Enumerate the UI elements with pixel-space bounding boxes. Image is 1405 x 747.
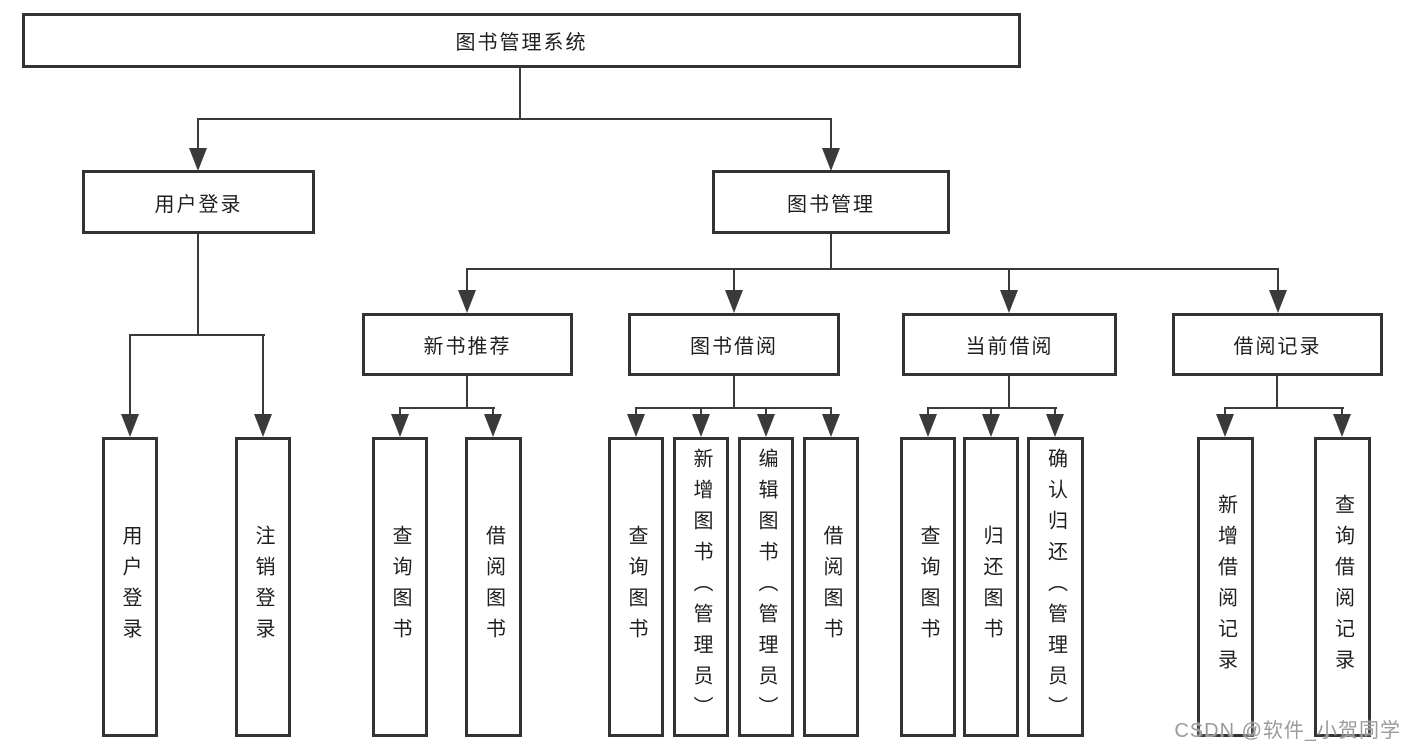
node-book-borrowing-label: 图书借阅 — [690, 336, 778, 358]
connector-line — [492, 407, 494, 417]
leaf-return-book: 归还图书 — [963, 437, 1019, 737]
connector-line — [466, 376, 468, 409]
connector-line — [830, 118, 832, 150]
arrow-down-icon — [822, 414, 840, 437]
arrow-down-icon — [1269, 290, 1287, 313]
arrow-down-icon — [725, 290, 743, 313]
arrow-down-icon — [982, 414, 1000, 437]
leaf-query-books-recommend: 查询图书 — [372, 437, 428, 737]
connector-line — [1277, 268, 1279, 293]
arrow-down-icon — [692, 414, 710, 437]
node-current-borrowing: 当前借阅 — [902, 313, 1117, 376]
connector-line — [990, 407, 992, 417]
connector-line — [830, 407, 832, 417]
leaf-logout-label: 注销登录 — [252, 525, 274, 649]
arrow-down-icon — [919, 414, 937, 437]
connector-line — [197, 118, 832, 120]
connector-line — [1054, 407, 1056, 417]
connector-line — [1008, 376, 1010, 409]
arrow-down-icon — [391, 414, 409, 437]
connector-line — [1276, 376, 1278, 409]
leaf-query-books-borrowing: 查询图书 — [608, 437, 664, 737]
node-root-label: 图书管理系统 — [455, 32, 588, 54]
arrow-down-icon — [822, 148, 840, 171]
connector-line — [262, 334, 264, 417]
node-book-borrowing: 图书借阅 — [628, 313, 840, 376]
node-borrowing-records-label: 借阅记录 — [1233, 336, 1322, 358]
leaf-logout: 注销登录 — [235, 437, 291, 737]
leaf-add-book-admin: 新增图书（管理员） — [673, 437, 729, 737]
leaf-add-borrow-record: 新增借阅记录 — [1197, 437, 1254, 737]
arrow-down-icon — [254, 414, 272, 437]
leaf-borrow-books-recommend: 借阅图书 — [465, 437, 522, 737]
leaf-edit-book-admin-label: 编辑图书（管理员） — [755, 447, 777, 727]
connector-line — [399, 407, 401, 417]
node-user-login: 用户登录 — [82, 170, 315, 234]
connector-line — [466, 268, 468, 293]
node-book-management: 图书管理 — [712, 170, 950, 234]
leaf-return-book-label: 归还图书 — [980, 525, 1002, 649]
leaf-query-borrow-record: 查询借阅记录 — [1314, 437, 1371, 737]
connector-line — [1224, 407, 1226, 417]
arrow-down-icon — [627, 414, 645, 437]
leaf-query-books-current: 查询图书 — [900, 437, 956, 737]
node-current-borrowing-label: 当前借阅 — [965, 336, 1054, 358]
node-new-book-recommend: 新书推荐 — [362, 313, 573, 376]
arrow-down-icon — [1046, 414, 1064, 437]
connector-line — [519, 68, 521, 119]
connector-line — [733, 268, 735, 293]
node-root-system: 图书管理系统 — [22, 13, 1021, 68]
connector-line — [1224, 407, 1344, 409]
connector-line — [197, 234, 199, 336]
arrow-down-icon — [1000, 290, 1018, 313]
leaf-query-books-borrowing-label: 查询图书 — [625, 525, 647, 649]
arrow-down-icon — [1333, 414, 1351, 437]
arrow-down-icon — [1216, 414, 1234, 437]
leaf-edit-book-admin: 编辑图书（管理员） — [738, 437, 794, 737]
leaf-confirm-return-admin-label: 确认归还（管理员） — [1044, 447, 1067, 727]
connector-line — [830, 234, 832, 270]
connector-line — [927, 407, 929, 417]
node-new-book-recommend-label: 新书推荐 — [423, 336, 512, 358]
connector-line — [1008, 268, 1010, 293]
leaf-user-login-label: 用户登录 — [119, 525, 141, 649]
leaf-query-borrow-record-label: 查询借阅记录 — [1331, 494, 1354, 680]
connector-line — [765, 407, 767, 417]
leaf-query-books-current-label: 查询图书 — [917, 525, 939, 649]
csdn-watermark: CSDN @软件_小贺同学 — [1174, 720, 1401, 742]
arrow-down-icon — [458, 290, 476, 313]
arrow-down-icon — [757, 414, 775, 437]
leaf-borrow-books-recommend-label: 借阅图书 — [482, 525, 505, 649]
leaf-user-login: 用户登录 — [102, 437, 158, 737]
connector-line — [635, 407, 832, 409]
connector-line — [733, 376, 735, 409]
connector-line — [129, 334, 131, 417]
leaf-add-book-admin-label: 新增图书（管理员） — [690, 447, 712, 727]
leaf-borrow-books-label: 借阅图书 — [820, 525, 842, 649]
connector-line — [635, 407, 637, 417]
leaf-confirm-return-admin: 确认归还（管理员） — [1027, 437, 1084, 737]
connector-line — [1341, 407, 1343, 417]
connector-line — [700, 407, 702, 417]
leaf-borrow-books: 借阅图书 — [803, 437, 859, 737]
arrow-down-icon — [189, 148, 207, 171]
arrow-down-icon — [121, 414, 139, 437]
connector-line — [927, 407, 1057, 409]
node-borrowing-records: 借阅记录 — [1172, 313, 1383, 376]
arrow-down-icon — [484, 414, 502, 437]
connector-line — [399, 407, 495, 409]
leaf-query-books-recommend-label: 查询图书 — [389, 525, 411, 649]
leaf-add-borrow-record-label: 新增借阅记录 — [1214, 494, 1237, 680]
connector-line — [466, 268, 1279, 270]
connector-line — [129, 334, 265, 336]
node-book-management-label: 图书管理 — [787, 193, 875, 216]
node-user-login-label: 用户登录 — [154, 193, 243, 216]
connector-line — [197, 118, 199, 150]
